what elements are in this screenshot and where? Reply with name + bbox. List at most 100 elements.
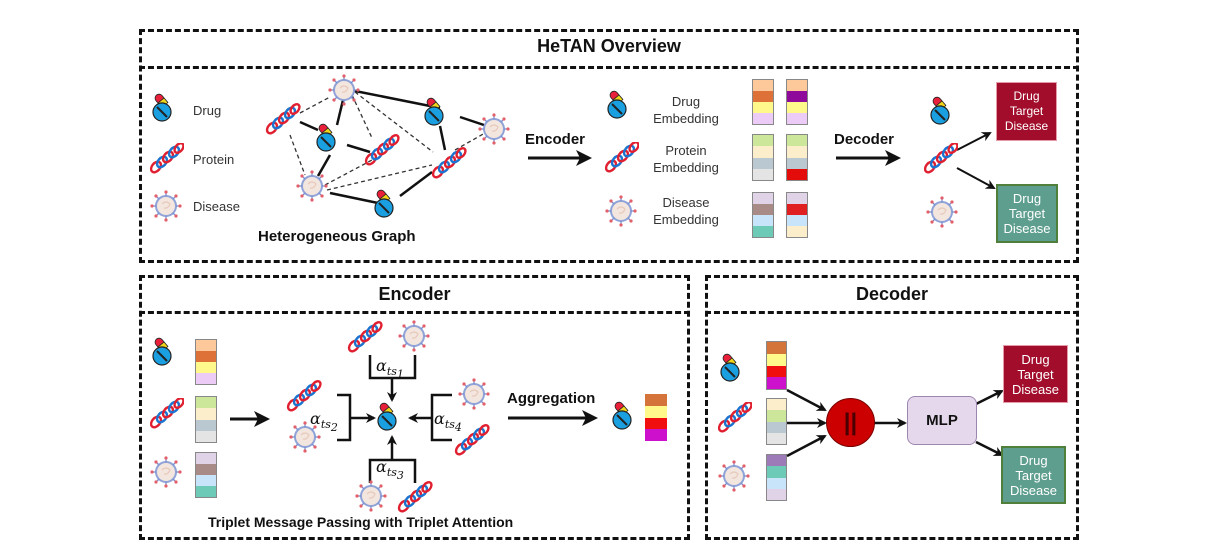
attention-weight-3: αts3: [376, 457, 404, 482]
vector-segment: [787, 215, 807, 226]
graph-edge: [335, 99, 345, 126]
vector-segment: [645, 417, 667, 430]
vector-segment: [645, 405, 667, 418]
vector-segment: [753, 80, 773, 91]
output-line: Disease: [1004, 119, 1049, 133]
encoder-input-vector: [195, 339, 217, 385]
vector-segment: [787, 102, 807, 113]
vector-segment: [767, 399, 786, 411]
embedding-vector: [752, 134, 774, 181]
graph-dashed-edge: [299, 96, 331, 114]
embedding-disease-label-line1: Disease: [662, 195, 710, 210]
overview-title-divider: [139, 66, 1079, 69]
graph-dashed-edge: [324, 159, 373, 186]
vector-segment: [196, 373, 216, 384]
vector-segment: [753, 135, 773, 147]
embedding-protein-label-line2: Embedding: [653, 160, 719, 175]
vector-segment: [767, 342, 786, 354]
alpha-index: 1: [396, 368, 404, 382]
output-line: Target: [1009, 104, 1044, 118]
graph-edge: [329, 191, 379, 205]
attention-weight-1: αts1: [376, 356, 404, 381]
vector-segment: [196, 475, 216, 486]
mlp-block: MLP: [907, 396, 977, 445]
vector-segment: [196, 408, 216, 420]
graph-dashed-edge: [351, 94, 373, 139]
vector-segment: [767, 466, 786, 478]
graph-dashed-edge: [354, 91, 434, 153]
output-line: Target: [1015, 467, 1052, 483]
vector-segment: [767, 410, 786, 422]
vector-segment: [196, 362, 216, 373]
output-arrow: [956, 167, 996, 189]
alpha-sub: ts: [320, 418, 331, 432]
vector-segment: [196, 464, 216, 475]
encoder-caption: Triplet Message Passing with Triplet Att…: [208, 514, 514, 530]
graph-dashed-edge: [326, 164, 433, 191]
graph-dashed-edge: [289, 134, 306, 176]
embedding-protein-label: Protein Embedding: [648, 142, 724, 176]
alpha-sub: ts: [386, 466, 397, 480]
vector-segment: [753, 113, 773, 124]
alpha-index: 3: [396, 469, 404, 483]
vector-segment: [767, 353, 786, 366]
graph-edge: [316, 154, 332, 177]
vector-segment: [753, 204, 773, 215]
vector-segment: [645, 429, 667, 441]
attention-weight-4: αts4: [434, 409, 462, 434]
graph-edge: [299, 120, 319, 132]
alpha-sub: ts: [444, 418, 455, 432]
decoder-title-divider: [705, 311, 1079, 314]
alpha-sub: ts: [386, 365, 397, 379]
graph-edge: [399, 171, 433, 197]
encoder-title: Encoder: [378, 284, 451, 304]
alpha-symbol: α: [434, 409, 445, 428]
vector-segment: [196, 340, 216, 351]
embedding-vector: [752, 79, 774, 125]
encoder-arrow-label: Encoder: [525, 131, 586, 148]
decoder-input-vector: [766, 398, 787, 445]
embedding-vector: [752, 192, 774, 238]
graph-dashed-edges: [289, 91, 486, 191]
decoder-arrow-label: Decoder: [834, 131, 895, 148]
embedding-vector: [786, 192, 808, 238]
alpha-index: 4: [454, 421, 462, 435]
vector-segment: [787, 135, 807, 147]
graph-edge: [438, 125, 447, 151]
vector-segment: [767, 432, 786, 444]
output-line: Target: [1008, 206, 1046, 221]
embedding-disease-label-line2: Embedding: [653, 212, 719, 227]
output-line: Disease: [1012, 381, 1059, 397]
aggregated-vector: [645, 394, 667, 441]
output-line: Drug: [1019, 452, 1048, 468]
embedding-vector: [786, 134, 808, 181]
graph-edge: [346, 143, 371, 154]
vector-segment: [753, 215, 773, 226]
embedding-drug-label: Drug Embedding: [648, 93, 724, 127]
vector-segment: [787, 204, 807, 215]
embedding-disease-label: Disease Embedding: [648, 194, 724, 228]
concatenation-node: ||: [826, 398, 875, 447]
output-arrow: [956, 132, 992, 151]
vector-segment: [767, 377, 786, 389]
graph-caption: Heterogeneous Graph: [258, 228, 416, 245]
mlp-output-arrow: [975, 389, 1004, 406]
embedding-protein-label-line1: Protein: [665, 143, 707, 158]
encoder-title-divider: [139, 311, 690, 314]
vector-segment: [767, 365, 786, 378]
vector-segment: [645, 394, 667, 406]
decoder-title: Decoder: [855, 284, 929, 304]
decoder-panel: [705, 275, 1079, 540]
output-line: Drug: [1012, 191, 1042, 206]
vector-segment: [767, 421, 786, 433]
legend-protein-label: Protein: [193, 152, 235, 167]
encoder-input-vector: [195, 452, 217, 498]
vector-segment: [787, 168, 807, 180]
attention-weight-2: αts2: [310, 409, 338, 434]
